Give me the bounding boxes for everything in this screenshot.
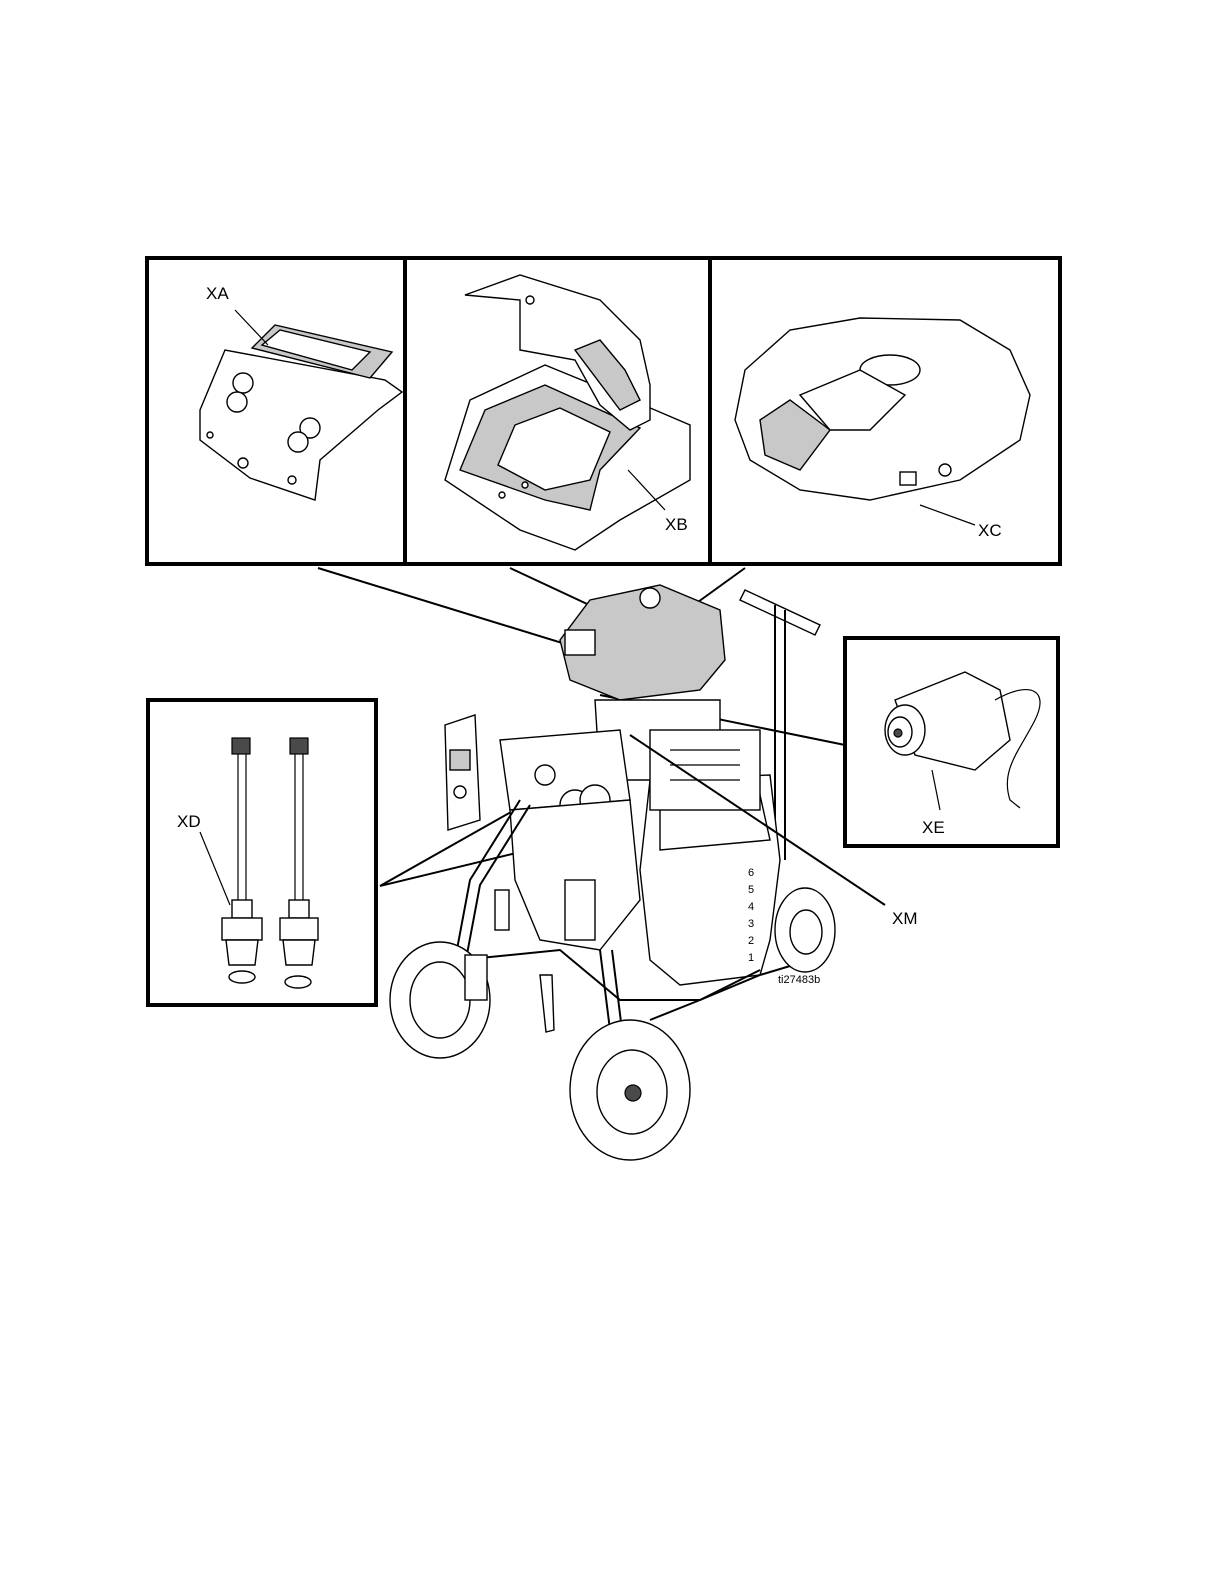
transducer-right: [280, 738, 318, 988]
scale-5: 5: [748, 884, 754, 896]
callout-xc: XC: [978, 521, 1002, 540]
scale-6: 6: [748, 867, 754, 879]
scale-2: 2: [748, 935, 754, 947]
figure-id: ti27483b: [778, 974, 820, 986]
callout-xm: XM: [892, 909, 918, 928]
detail-panel-xc: XC: [710, 258, 1060, 564]
callout-xe: XE: [922, 818, 945, 837]
scale-1: 1: [748, 952, 754, 964]
sprayer-machine: 6 5 4 3 2 1: [390, 585, 835, 1160]
detail-panel-xb: XB: [405, 258, 710, 564]
detail-panel-xa: XA: [147, 258, 405, 564]
wheel-right: [775, 888, 835, 972]
callout-xd: XD: [177, 812, 201, 831]
callout-xa: XA: [206, 284, 229, 303]
detail-panel-xd: XD: [148, 700, 376, 1005]
wheel-front: [570, 1020, 690, 1160]
callout-xb: XB: [665, 515, 688, 534]
detail-panel-xe: XE: [845, 638, 1058, 846]
leader-xa: [318, 568, 585, 650]
transducer-left: [222, 738, 262, 983]
scale-3: 3: [748, 918, 754, 930]
scale-4: 4: [748, 901, 754, 913]
